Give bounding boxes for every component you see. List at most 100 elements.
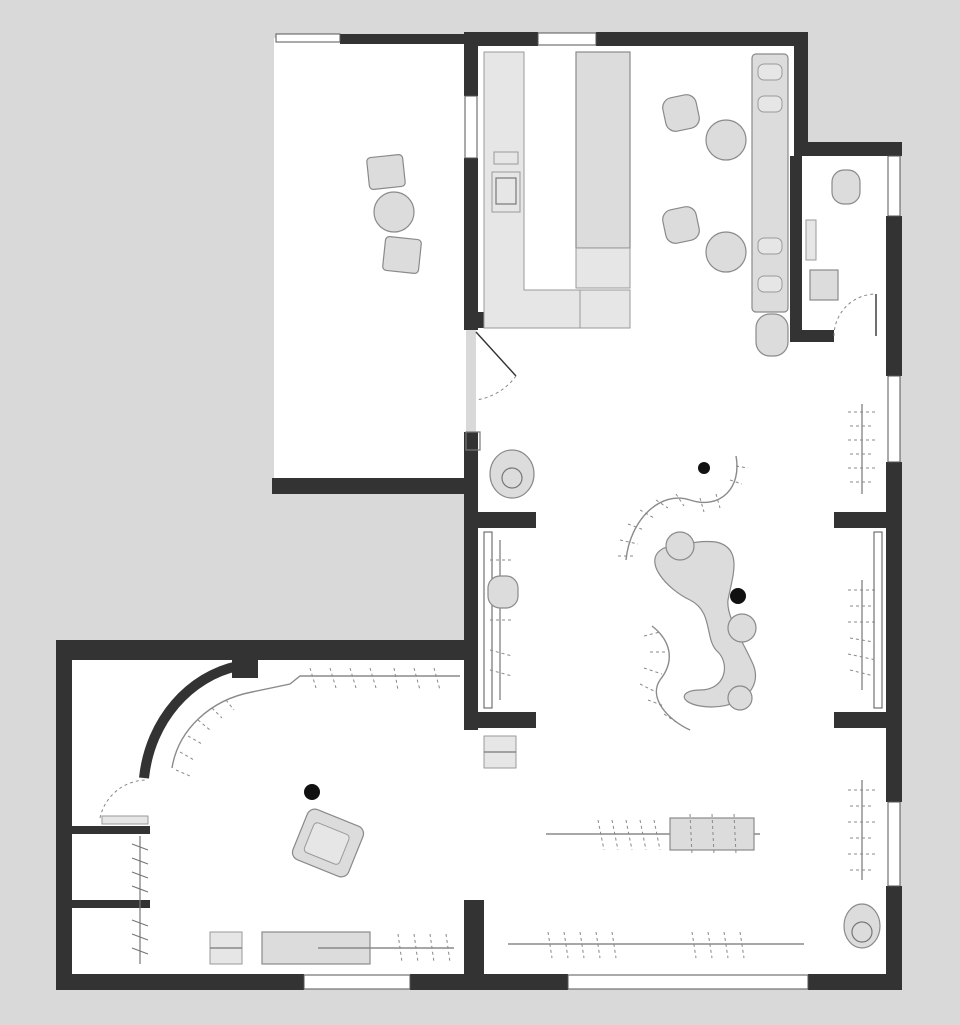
main-showroom <box>483 404 881 959</box>
right-wall-c <box>886 886 902 990</box>
terrace-furniture <box>366 154 422 274</box>
doors <box>99 293 877 825</box>
round-seat-icon <box>489 449 535 499</box>
column <box>698 462 710 474</box>
bottom-wall-left <box>56 974 304 990</box>
chair-icon <box>382 236 422 274</box>
rack-hangers <box>848 411 876 483</box>
chair-icon <box>662 94 700 132</box>
column <box>730 588 746 604</box>
kitchen-appliance <box>575 247 631 289</box>
terrace-top-window <box>275 33 341 43</box>
pier-right-top <box>834 512 888 528</box>
lower-top-wall <box>56 640 476 660</box>
bottom-wall-mid <box>476 974 568 990</box>
chair-icon <box>662 206 700 244</box>
main-left-wall-low <box>464 432 478 494</box>
round-seat-inner <box>851 921 873 943</box>
main-top-wall-right <box>596 32 808 46</box>
clothing-rack-icon <box>651 625 691 731</box>
rack-hangers <box>547 931 745 959</box>
bar-counter <box>751 53 789 313</box>
kitchen-island <box>575 51 631 249</box>
rack-hangers <box>639 631 677 723</box>
terrace-floor <box>274 38 466 486</box>
clothing-rack-icon <box>625 455 738 561</box>
right-window-a <box>887 375 901 463</box>
bathroom-right-window <box>887 155 901 217</box>
main-left-wall-mid <box>464 158 478 330</box>
bathroom-left-wall <box>790 156 802 336</box>
bottom-window-a <box>567 974 809 990</box>
windows <box>275 32 901 990</box>
bar <box>662 53 789 357</box>
right-window-b <box>887 801 901 887</box>
kitchen <box>483 51 631 329</box>
kitchen-cabinet <box>579 289 631 329</box>
main-top-wall-left <box>464 32 538 46</box>
round-pouf-icon <box>727 613 757 643</box>
inner-column-wall <box>464 494 478 730</box>
kitchen-top-window <box>537 32 597 46</box>
lower-floor <box>66 650 476 978</box>
inner-stub-wall <box>464 900 484 978</box>
terrace-bottom-wall <box>272 478 476 494</box>
entry-door-icon <box>475 331 517 377</box>
closet-wall-a <box>72 826 150 834</box>
round-pouf-icon <box>665 531 695 561</box>
table-icon <box>373 191 415 233</box>
pier-left-bottom <box>478 712 536 728</box>
rack-hangers <box>397 933 451 963</box>
round-seat-inner <box>501 467 523 489</box>
toilet-icon <box>831 169 861 205</box>
bathroom-top-wall <box>794 142 902 156</box>
right-wall-b <box>886 462 902 802</box>
display-table <box>669 817 755 851</box>
sculptural-display-icon <box>654 540 757 708</box>
table-icon <box>705 119 747 161</box>
bar-stool-icon <box>757 275 783 293</box>
bar-end <box>755 313 789 357</box>
sink-icon <box>491 171 521 213</box>
rack-hangers <box>597 813 737 855</box>
rack-hangers <box>618 465 749 557</box>
bathroom-door-swing <box>833 293 877 337</box>
pier-right-bottom <box>834 712 888 728</box>
rack-hangers <box>848 789 876 871</box>
closet-wall-b <box>72 900 150 908</box>
rack-hangers <box>847 589 877 677</box>
chair-icon <box>366 154 406 190</box>
clothing-rack-icon <box>171 675 460 769</box>
round-pouf-icon <box>727 685 753 711</box>
table-icon <box>705 231 747 273</box>
rack-hangers <box>175 699 235 777</box>
bar-stool-icon <box>757 95 783 113</box>
lower-door-swing <box>99 779 147 819</box>
round-seat-icon <box>487 575 519 609</box>
entry-grille <box>465 431 481 451</box>
pier-left-top <box>478 512 536 528</box>
curved-partition <box>139 661 240 779</box>
bar-stool-icon <box>757 63 783 81</box>
bathroom-bottom-wall <box>790 330 834 342</box>
walls <box>56 32 902 990</box>
main-right-upper-wall <box>794 32 808 144</box>
lower-door-leaf <box>101 815 149 825</box>
bathroom <box>805 169 861 301</box>
kitchen-shelf <box>493 151 519 165</box>
lower-left-wall <box>56 640 72 990</box>
armchair-seat <box>303 822 350 865</box>
shopfront-mullion-right <box>873 531 883 709</box>
terrace-top-wall <box>340 34 466 44</box>
entry-door-swing <box>475 375 517 401</box>
bottom-wall-right <box>808 974 902 990</box>
kitchen-left-window <box>464 95 478 159</box>
sink-icon <box>809 269 839 301</box>
lower-showroom <box>131 661 460 965</box>
main-left-wall-top <box>464 32 478 96</box>
lower-corner-stub <box>232 656 258 678</box>
right-wall-a <box>886 216 902 376</box>
column <box>304 784 320 800</box>
bottom-wall-left2 <box>410 974 476 990</box>
